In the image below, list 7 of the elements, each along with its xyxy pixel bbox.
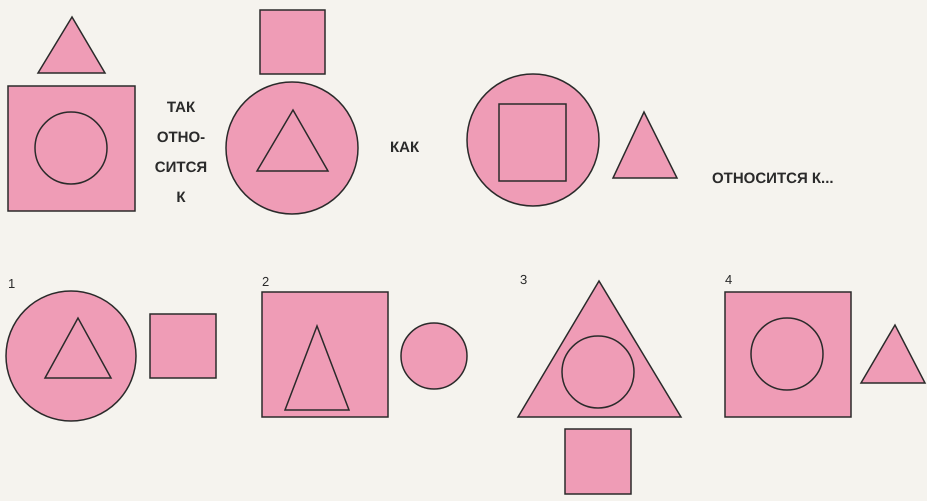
option-number: 3	[520, 271, 528, 289]
option-number: 4	[725, 271, 732, 289]
caption-text: КАК	[390, 138, 420, 158]
option-number: 2	[262, 273, 270, 291]
caption-text: ОТНОСИТСЯ К...	[712, 169, 834, 189]
caption-text: ТАК ОТНО- СИТСЯ К	[154, 98, 208, 208]
option-number: 1	[8, 275, 16, 293]
